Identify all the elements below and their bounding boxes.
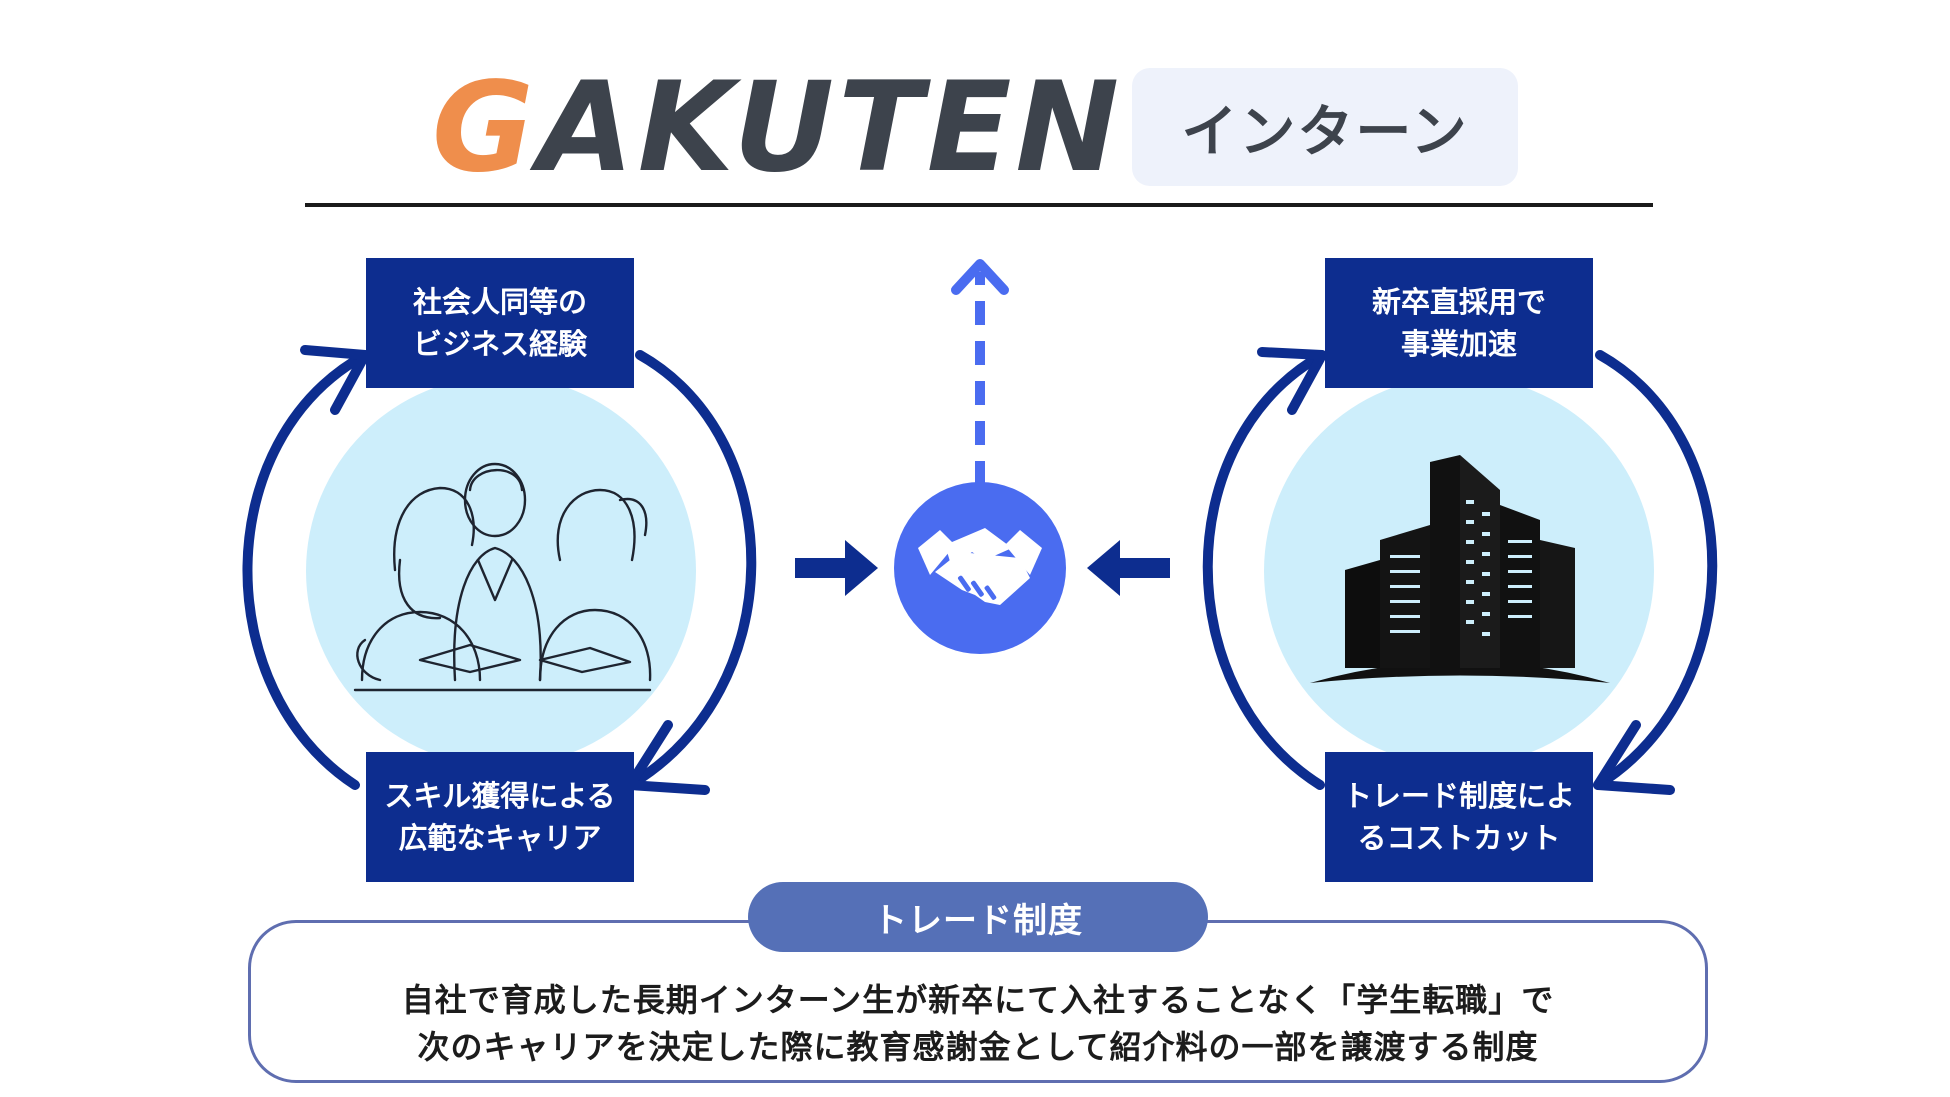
logo-letter-g: G [432, 56, 538, 200]
left-top-label-line-1: 社会人同等の [412, 285, 587, 319]
students-group-icon [353, 462, 652, 692]
left-cycle-arrows [242, 345, 757, 795]
right-bottom-label-line-2: るコストカット [1357, 821, 1561, 855]
left-top-label: 社会人同等の ビジネス経験 [366, 258, 634, 388]
gakuten-logo: GAKUTEN [432, 58, 1123, 198]
left-bottom-label-line-2: 広範なキャリア [398, 821, 602, 855]
trade-title-pill: トレード制度 [748, 882, 1208, 952]
office-building-icon [1310, 455, 1610, 683]
right-bottom-label-line-1: トレード制度によ [1342, 779, 1575, 813]
right-top-label-line-2: 事業加速 [1400, 327, 1517, 361]
left-bottom-label-line-1: スキル獲得による [384, 779, 616, 813]
intern-tag-label: インターン [1181, 99, 1469, 165]
right-cycle-arrows [1202, 347, 1718, 795]
dashed-up-arrow [951, 259, 1009, 485]
right-to-center-arrow [1087, 540, 1170, 596]
right-top-label: 新卒直採用で 事業加速 [1325, 258, 1593, 388]
right-top-label-line-1: 新卒直採用で [1371, 285, 1546, 319]
left-to-center-arrow [795, 540, 878, 596]
intern-tag: インターン [1132, 68, 1518, 186]
left-bubble [306, 376, 696, 766]
handshake-icon [894, 482, 1066, 654]
left-bottom-label: スキル獲得による 広範なキャリア [366, 752, 634, 882]
logo-text: AKUTEN [537, 56, 1124, 200]
trade-description-line-1: 自社で育成した長期インターン生が新卒にて入社することなく「学生転職」で [401, 981, 1555, 1019]
header-divider [305, 203, 1653, 207]
trade-title: トレード制度 [873, 900, 1083, 941]
left-top-label-line-2: ビジネス経験 [412, 327, 587, 361]
right-bottom-label: トレード制度によ るコストカット [1325, 752, 1593, 882]
trade-description-line-2: 次のキャリアを決定した際に教育感謝金として紹介料の一部を譲渡する制度 [417, 1028, 1539, 1066]
